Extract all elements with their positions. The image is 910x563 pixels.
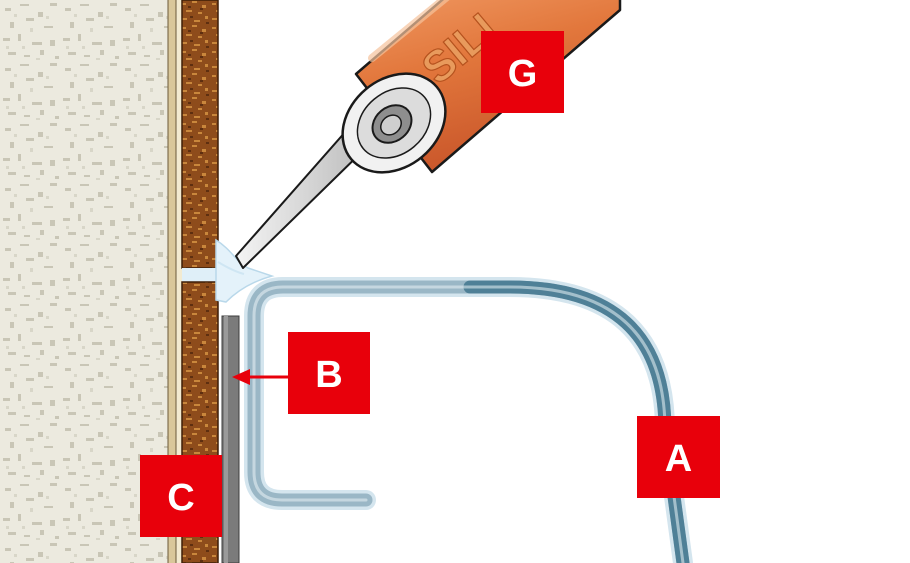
label-g-text: G — [508, 53, 538, 95]
label-c-text: C — [167, 477, 194, 519]
adhesive-strip — [221, 315, 240, 563]
label-b: B — [288, 332, 370, 414]
joint-gap — [182, 268, 220, 282]
silicone-bead — [215, 238, 275, 303]
label-g: G — [481, 31, 564, 113]
label-a-text: A — [665, 438, 692, 480]
metal-profile — [244, 277, 693, 563]
arrow-left-icon — [232, 369, 292, 385]
wood-board-upper — [181, 0, 219, 269]
label-b-text: B — [315, 354, 342, 396]
label-c: C — [140, 455, 222, 537]
label-a: A — [637, 416, 720, 498]
